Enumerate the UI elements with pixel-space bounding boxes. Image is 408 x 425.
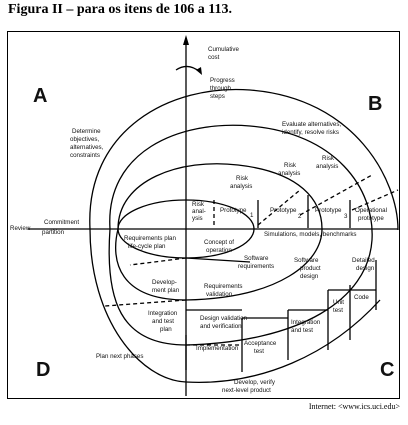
quadrant-c-label: C — [380, 359, 394, 381]
prototype-3-number: 3 — [344, 213, 348, 220]
simulations-label: Simulations, models, benchmarks — [264, 231, 357, 238]
diagram-frame — [7, 31, 400, 399]
risk-divider-4 — [351, 189, 399, 211]
prototype-3-label: Prototype — [315, 207, 342, 214]
prototype-1-number: 1 — [250, 212, 254, 219]
code-label: Code — [354, 294, 369, 301]
spiral-loop-2 — [115, 163, 323, 301]
prototype-2-label: Prototype — [270, 207, 297, 214]
quadrant-d-label: D — [36, 359, 50, 381]
figure-caption: Figura II – para os itens de 106 a 113. — [8, 2, 233, 17]
evaluate-alternatives-label: Evaluate alternatives,identify, resolve … — [282, 121, 341, 136]
development-plan-label: Develop-ment plan — [152, 279, 180, 294]
quadrant-a-label: A — [33, 85, 47, 107]
risk-divider-2 — [257, 189, 301, 226]
review-label: Review — [10, 225, 31, 232]
progress-arrowhead — [196, 67, 202, 75]
progress-arrow — [175, 65, 201, 73]
plan-next-phases-label: Plan next phases — [96, 353, 143, 360]
spiral-loop-4 — [89, 88, 399, 231]
plan-divider-1 — [129, 257, 187, 266]
quadrant-b-label: B — [368, 93, 382, 115]
prototype-1-label: Prototype — [220, 207, 247, 214]
vertical-axis-arrowhead — [183, 35, 189, 45]
prototype-2-number: 2 — [298, 213, 302, 220]
implementation-label: Implementation — [196, 345, 239, 352]
source-citation: Internet: <www.ics.uci.edu> — [308, 402, 400, 411]
develop-divider — [185, 257, 251, 263]
spiral-loop-3 — [108, 124, 373, 346]
